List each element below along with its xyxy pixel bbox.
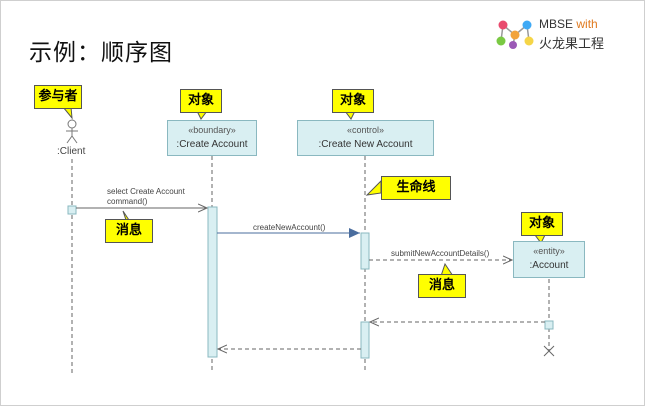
logo: MBSE with 火龙果工程 (493, 15, 633, 55)
entity-activation (544, 320, 554, 330)
callout-message-1: 消息 (105, 219, 153, 243)
actor-name: :Client (57, 146, 86, 157)
control-activation-1 (360, 232, 370, 270)
callout-message-2: 消息 (418, 274, 466, 298)
callout-actor: 参与者 (34, 85, 82, 109)
page-title: 示例：顺序图 (29, 40, 173, 66)
boundary-object: «boundary» :Create Account (167, 120, 257, 156)
logo-subtext: 火龙果工程 (539, 37, 605, 52)
callout-object-1: 对象 (180, 89, 222, 113)
entity-stereotype: «entity» (533, 246, 565, 256)
boundary-name: :Create Account (176, 139, 248, 150)
control-stereotype: «control» (346, 125, 385, 135)
callout-pointer-lifeline (365, 179, 382, 196)
message-label-1-line2: command() (107, 197, 148, 206)
message-label-1-line1: select Create Account (107, 187, 185, 196)
message-label-1: select Create Account command() (107, 187, 185, 207)
destroy-icon (543, 345, 555, 357)
actor-icon (66, 119, 78, 144)
control-activation-2 (360, 321, 370, 359)
callout-object-3: 对象 (521, 212, 563, 236)
logo-text: MBSE with (539, 17, 598, 31)
boundary-activation (207, 206, 218, 358)
callout-lifeline: 生命线 (381, 176, 451, 200)
logo-icon (496, 20, 534, 49)
entity-object: «entity» :Account (513, 241, 585, 278)
message-label-3: submitNewAccountDetails() (391, 249, 490, 258)
message-label-2: createNewAccount() (253, 223, 326, 232)
client-activation (67, 205, 77, 215)
callout-object-2: 对象 (332, 89, 374, 113)
boundary-stereotype: «boundary» (188, 125, 236, 135)
control-name: :Create New Account (318, 139, 413, 150)
entity-name: :Account (529, 260, 569, 271)
control-object: «control» :Create New Account (297, 120, 434, 156)
